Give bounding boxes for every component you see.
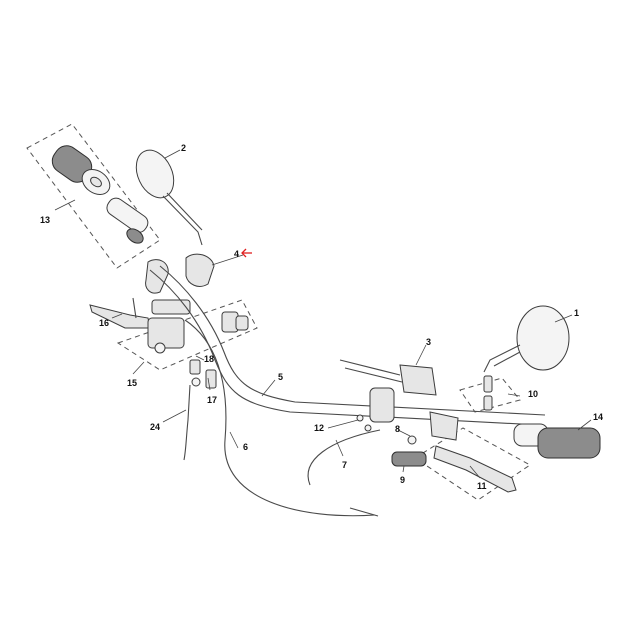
right-mirror [483, 305, 570, 373]
callout-2: 2 [181, 143, 186, 153]
callout-18: 18 [204, 354, 214, 364]
callout-3: 3 [426, 337, 431, 347]
callout-12: 12 [314, 423, 324, 433]
callout-5: 5 [278, 372, 283, 382]
clamp-part-4 [145, 253, 215, 294]
cables [183, 319, 381, 517]
callout-13: 13 [40, 215, 50, 225]
right-lever [433, 375, 517, 493]
handlebar [149, 265, 546, 426]
left-grip [51, 145, 149, 244]
right-controls [339, 359, 459, 467]
left-mirror [135, 149, 203, 246]
callout-24: 24 [150, 422, 160, 432]
callout-4: 4 [234, 249, 239, 259]
callout-1: 1 [574, 308, 579, 318]
highlight-arrow-icon [241, 248, 252, 258]
callout-14: 14 [593, 412, 603, 422]
right-grip [513, 423, 601, 459]
callouts: 1 2 3 4 5 6 7 8 9 10 11 12 13 14 15 16 1… [40, 143, 603, 491]
callout-11: 11 [477, 481, 487, 491]
callout-7: 7 [342, 460, 347, 470]
callout-8: 8 [395, 424, 400, 434]
group-15-outline [116, 299, 258, 371]
leader-lines [54, 149, 592, 479]
callout-16: 16 [99, 318, 109, 328]
group-13-outline [26, 123, 161, 269]
callout-10: 10 [528, 389, 538, 399]
left-lever-assembly [89, 297, 249, 354]
callout-15: 15 [127, 378, 137, 388]
callout-17: 17 [207, 395, 217, 405]
callout-6: 6 [243, 442, 248, 452]
callout-9: 9 [400, 475, 405, 485]
fittings-17-18 [189, 359, 217, 389]
